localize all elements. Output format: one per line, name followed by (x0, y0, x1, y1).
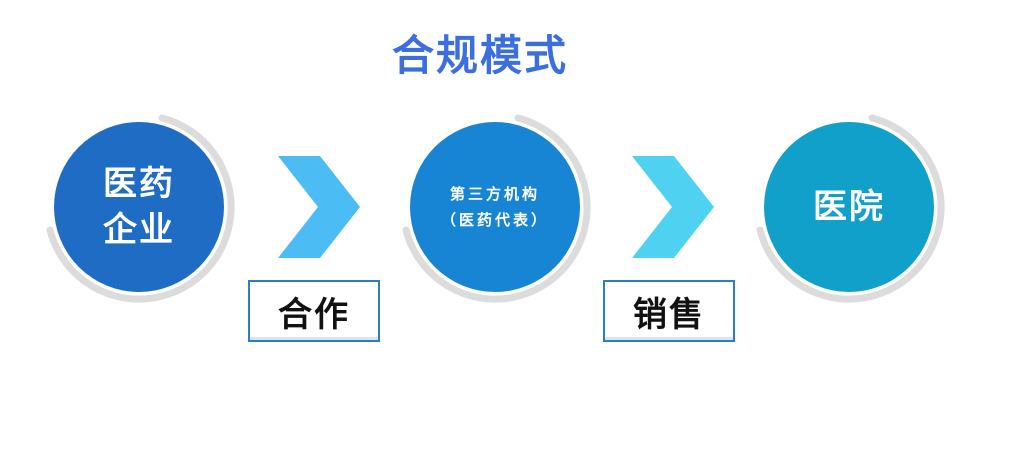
node-label-line: 医院 (813, 187, 885, 227)
node-label-line: （医药代表） (440, 211, 549, 229)
diagram-title: 合规模式 (391, 31, 568, 80)
node-third-party: 第三方机构 （医药代表） (400, 112, 591, 303)
connector-label-sales: 销售 (603, 280, 735, 342)
node-label-line: 企业 (103, 210, 175, 250)
chevron-right-icon (278, 156, 360, 258)
node-ring (756, 114, 945, 303)
connector-label-cooperation: 合作 (248, 280, 380, 342)
node-disc: 医药 企业 (54, 122, 224, 292)
node-disc: 第三方机构 （医药代表） (410, 122, 580, 292)
node-label-line: 医药 (103, 164, 175, 204)
node-ring (46, 114, 235, 303)
node-hospital: 医院 (754, 112, 945, 303)
node-ring (402, 114, 591, 303)
node-disc: 医院 (764, 122, 934, 292)
node-pharma-company: 医药 企业 (44, 112, 235, 303)
node-label-line: 第三方机构 (449, 185, 540, 203)
chevron-right-icon (632, 156, 714, 258)
